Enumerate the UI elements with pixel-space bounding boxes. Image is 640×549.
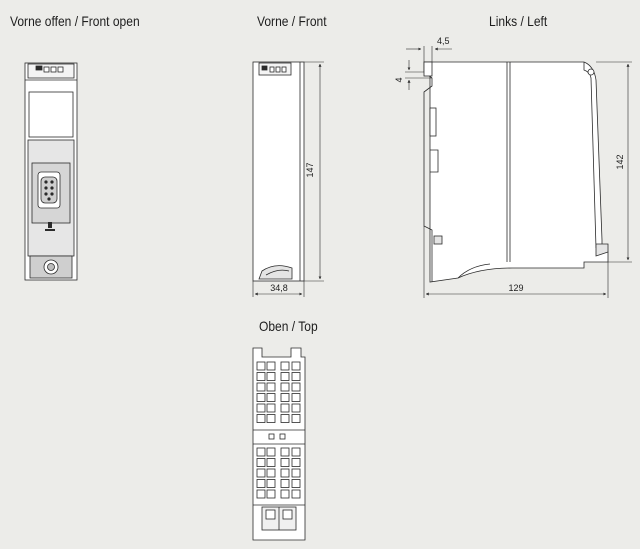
terminal-cell xyxy=(266,414,276,423)
terminal-cell xyxy=(266,479,276,488)
front-view-title: Vorne / Front xyxy=(257,13,327,29)
front-width-dimension xyxy=(252,281,305,297)
terminal-cell xyxy=(291,447,301,457)
terminal-cell xyxy=(291,403,301,413)
left-depth-dimension xyxy=(423,226,609,298)
terminal-cell xyxy=(291,393,301,402)
terminal-cell xyxy=(291,382,301,392)
terminal-cell xyxy=(266,458,276,467)
terminal-cell xyxy=(280,393,290,402)
terminal-cell xyxy=(280,458,290,467)
terminal-cell xyxy=(280,447,290,457)
front-open-view-title: Vorne offen / Front open xyxy=(10,13,140,29)
terminal-cell xyxy=(266,489,276,499)
front-height-label: 147 xyxy=(305,162,315,177)
terminal-cell xyxy=(266,468,276,478)
terminal-cell xyxy=(280,489,290,499)
left-view xyxy=(423,61,609,283)
terminal-cell xyxy=(256,468,266,478)
terminal-cell xyxy=(291,468,301,478)
terminal-cell xyxy=(266,393,276,402)
rail-offset-x-label: 4,5 xyxy=(437,36,450,46)
terminal-cell xyxy=(291,458,301,467)
terminal-cell xyxy=(280,372,290,381)
left-housing-outline xyxy=(429,61,609,283)
terminal-cell xyxy=(256,414,266,423)
terminal-cell xyxy=(280,414,290,423)
terminal-cell xyxy=(280,382,290,392)
terminal-cell xyxy=(256,382,266,392)
terminal-cell xyxy=(256,403,266,413)
terminal-cell xyxy=(291,414,301,423)
rail-offset-y-dimension xyxy=(405,60,432,90)
front-view xyxy=(252,61,305,282)
terminal-cell xyxy=(256,447,266,457)
terminal-cell xyxy=(291,361,301,371)
terminal-cell xyxy=(291,479,301,488)
terminal-cell xyxy=(266,361,276,371)
terminal-cell xyxy=(266,447,276,457)
front-open-view xyxy=(24,62,78,281)
left-depth-label: 129 xyxy=(508,283,523,293)
terminal-cell xyxy=(256,479,266,488)
terminal-cell xyxy=(256,489,266,499)
front-height-dimension xyxy=(304,61,324,282)
left-view-title: Links / Left xyxy=(489,13,548,29)
left-height-dimension xyxy=(596,61,632,263)
terminal-cell xyxy=(266,372,276,381)
terminal-cell xyxy=(256,361,266,371)
terminal-cell xyxy=(266,382,276,392)
front-width-label: 34,8 xyxy=(270,283,288,293)
terminal-cell xyxy=(280,361,290,371)
terminal-cell xyxy=(280,479,290,488)
top-terminal-grid-lower xyxy=(256,447,301,499)
terminal-cell xyxy=(256,393,266,402)
terminal-cell xyxy=(280,403,290,413)
left-height-label: 142 xyxy=(615,154,625,169)
terminal-cell xyxy=(291,489,301,499)
terminal-cell xyxy=(291,372,301,381)
rail-offset-y-label: 4 xyxy=(394,77,404,82)
rail-offset-x-dimension xyxy=(406,46,452,62)
front-open-label-field xyxy=(28,91,74,138)
terminal-cell xyxy=(256,458,266,467)
top-terminal-grid-upper xyxy=(256,361,301,423)
terminal-cell xyxy=(266,403,276,413)
terminal-cell xyxy=(256,372,266,381)
top-view-title: Oben / Top xyxy=(259,318,318,334)
front-housing xyxy=(252,61,305,282)
terminal-cell xyxy=(280,468,290,478)
